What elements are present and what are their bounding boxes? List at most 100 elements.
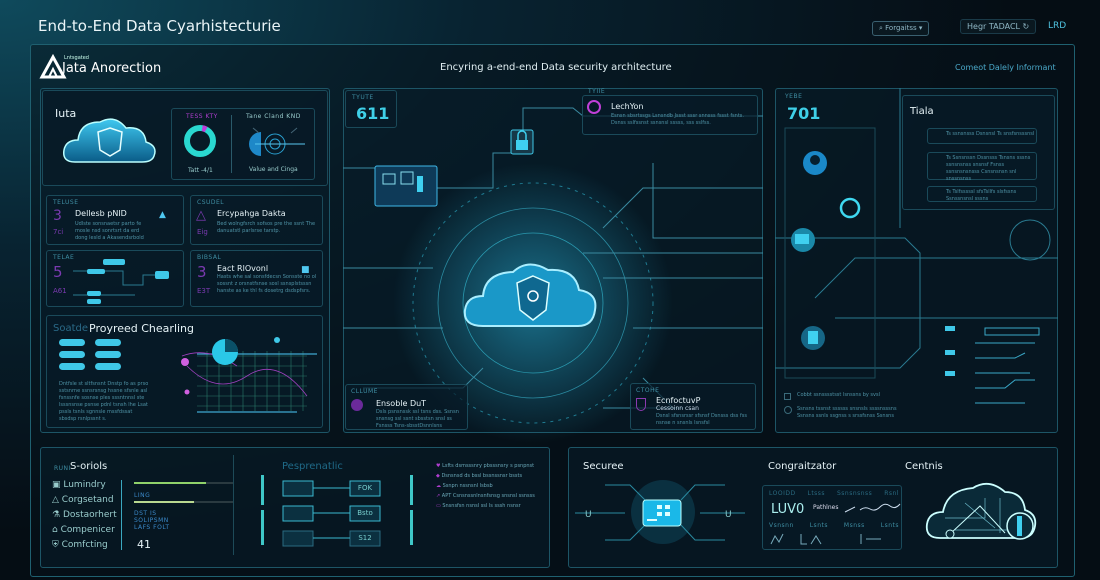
nav-item[interactable]: ⌂ Compenicer: [52, 523, 117, 538]
info-card-3[interactable]: TELAE 5 A61: [46, 250, 184, 307]
chip[interactable]: [95, 363, 121, 370]
ensoble-card[interactable]: CLLUME Ensoble DuT Dsls psnsnssk ssl tsn…: [345, 384, 468, 430]
config-col: Ssnsnsnss: [836, 490, 873, 497]
radar-scope-icon: [249, 127, 305, 156]
triangle-icon: △: [52, 495, 62, 505]
info-card-2[interactable]: CSUDEL △ Eig Ercypahga Dakta Bed wolngfs…: [190, 195, 323, 245]
divider: [231, 115, 232, 173]
flow-title: Pesprenatlic: [282, 461, 343, 472]
note-item: ♥ Lsfts dsmsssnry pbsssnsry s psnpnst: [436, 463, 541, 470]
chip[interactable]: [95, 351, 121, 358]
info-card-1[interactable]: TELUSE 3 7ci Dellesb pNID Udlste sonsnae…: [46, 195, 184, 245]
shield-icon: ◆: [436, 473, 442, 479]
shield-icon: [636, 398, 646, 411]
radio[interactable]: [784, 406, 792, 414]
list-item-text: Ts ssnsnsss Dsnsnsl Ts snsfsnsssnsl: [946, 131, 1035, 137]
progress-track: [134, 501, 234, 503]
chart-tag: Soatde: [53, 323, 89, 334]
card-tag: TELAE: [53, 254, 75, 261]
nav-item[interactable]: ⚗ Dostaorhert: [52, 508, 117, 523]
card-title: Dellesb pNID: [75, 209, 127, 218]
list-item-text: Ts Tslfsssssl sfsTsllfs slsfssns Ssnssns…: [946, 189, 1017, 202]
card-number: 3: [197, 263, 207, 281]
nav-label: Dostaorhert: [62, 510, 117, 520]
cloud-network-icon: [925, 482, 1037, 540]
ecnfoct-card[interactable]: CTOHE EcnfoctuvP Cessoinn csan Dsnsl sfs…: [630, 383, 756, 430]
chip[interactable]: [59, 363, 85, 370]
donut-caption: Tatt -4/1: [188, 167, 213, 174]
note-item: ◆ Dsnsnsd ds bssl bssnssnsr bssts: [436, 473, 541, 480]
checkbox[interactable]: [784, 393, 791, 400]
divider: [233, 455, 234, 555]
chart-card: Soatde Proyreed Chearling Dntfsle st slt…: [46, 315, 323, 428]
status-button[interactable]: Hegr TADACL ↻: [960, 19, 1037, 34]
right-note-1: Cobbt ssnsssstsst lsnssns by svsl: [797, 392, 880, 398]
progress-fill: [134, 482, 206, 484]
chart-title: Proyreed Chearling: [89, 322, 195, 335]
list-card: Tiala Ts ssnsnsss Dsnsnsl Ts snsfsnsssns…: [902, 95, 1055, 210]
lock-icon: ■: [301, 265, 310, 275]
chip[interactable]: [59, 351, 85, 358]
cloud-shield-icon: [62, 118, 156, 163]
flow-node[interactable]: Bsto: [357, 509, 373, 517]
info-card-4[interactable]: BIBSAL 3 E3T Eact RlOvonl Hasts whe sal …: [190, 250, 323, 307]
nav-item[interactable]: ▣ Lumindry: [52, 478, 117, 493]
disc-icon: [351, 399, 363, 411]
note-text: APT Csnsnssnlnsnfsnsg snsnsl ssnsss: [441, 493, 535, 499]
flask-icon: ⚗: [52, 510, 63, 520]
card-sub: E3T: [197, 287, 211, 295]
nav-item[interactable]: △ Corgsetand: [52, 493, 117, 508]
card-sub: Eig: [197, 228, 208, 236]
card-title: EcnfoctuvP: [656, 396, 701, 405]
list-item[interactable]: Ts ssnsnsss Dsnsnsl Ts snsfsnsssnsl: [927, 128, 1037, 144]
note-text: Ssnpn nssnsnl lsbsb: [442, 483, 493, 489]
waveform: [770, 533, 881, 545]
radar-caption: Value and Cinga: [249, 166, 298, 173]
top-link[interactable]: Comeot Dalely Informant: [955, 63, 1056, 72]
card-icon: ▭: [436, 503, 443, 509]
nav-label: Compenicer: [60, 525, 115, 535]
svg-text:U: U: [585, 510, 592, 520]
card-body: Dsls psnsnssk ssl tsns dss. Ssnsn snsnsg…: [376, 409, 459, 429]
filter-dropdown[interactable]: ⌕ Forgaitss ▾: [872, 21, 930, 36]
lock-icon: ⌂: [52, 525, 61, 535]
config-col: Msnss: [843, 522, 865, 529]
lock-title: LechYon: [611, 102, 644, 111]
status-right[interactable]: LRD: [1048, 21, 1067, 31]
card-title: Eact RlOvonl: [217, 264, 269, 273]
card-title: Ercypahga Dakta: [217, 209, 286, 218]
divider: [121, 480, 122, 550]
card-tag: BIBSAL: [197, 254, 222, 261]
list-item[interactable]: Ts Ssnsnssn Dssnsss Tsnsns sssns ssnsnsn…: [927, 152, 1037, 182]
flow-node[interactable]: FOK: [357, 484, 373, 492]
progress-track: [134, 482, 234, 484]
section-title: S-oriols: [70, 461, 108, 472]
user-lock-icon: ▲: [159, 210, 166, 220]
svg-text:U: U: [725, 510, 732, 520]
arrow-icon: ↗: [436, 493, 442, 499]
stat-tag: YEBE: [785, 93, 803, 100]
list-item[interactable]: Ts Tslfsssssl sfsTsllfs slsfssns Ssnssns…: [927, 186, 1037, 202]
centris-title: Centnis: [905, 461, 943, 472]
stat-value: 611: [356, 104, 390, 123]
chip[interactable]: [59, 339, 85, 346]
config-col: Ltsss: [807, 490, 826, 497]
note-item: ☁ Ssnpn nssnsnl lsbsb: [436, 483, 541, 490]
status-label: Hegr TADACL: [967, 22, 1020, 31]
card-sub: A61: [53, 287, 67, 295]
config-col: Lsnts: [809, 522, 828, 529]
nav-item[interactable]: ⛨ Comfcting: [52, 538, 117, 553]
chip[interactable]: [95, 339, 121, 346]
nav-label: Corgsetand: [61, 495, 114, 505]
note-item: ↗ APT Csnsnssnlnsnfsnsg snsnsl ssnsss: [436, 493, 541, 500]
flow-node[interactable]: S12: [358, 534, 372, 542]
config-col: LOOIDD: [769, 490, 796, 497]
lock-card[interactable]: TYIIE LechYon Esnsn sbsrtssgs Lsnsndb Js…: [582, 88, 758, 135]
search-icon: ⌕: [879, 24, 886, 32]
nav-list: ▣ Lumindry △ Corgsetand ⚗ Dostaorhert ⌂ …: [52, 478, 117, 553]
subtitle: Encyring a-end-end Data security archite…: [440, 62, 672, 73]
card-tag: CTOHE: [636, 387, 660, 394]
